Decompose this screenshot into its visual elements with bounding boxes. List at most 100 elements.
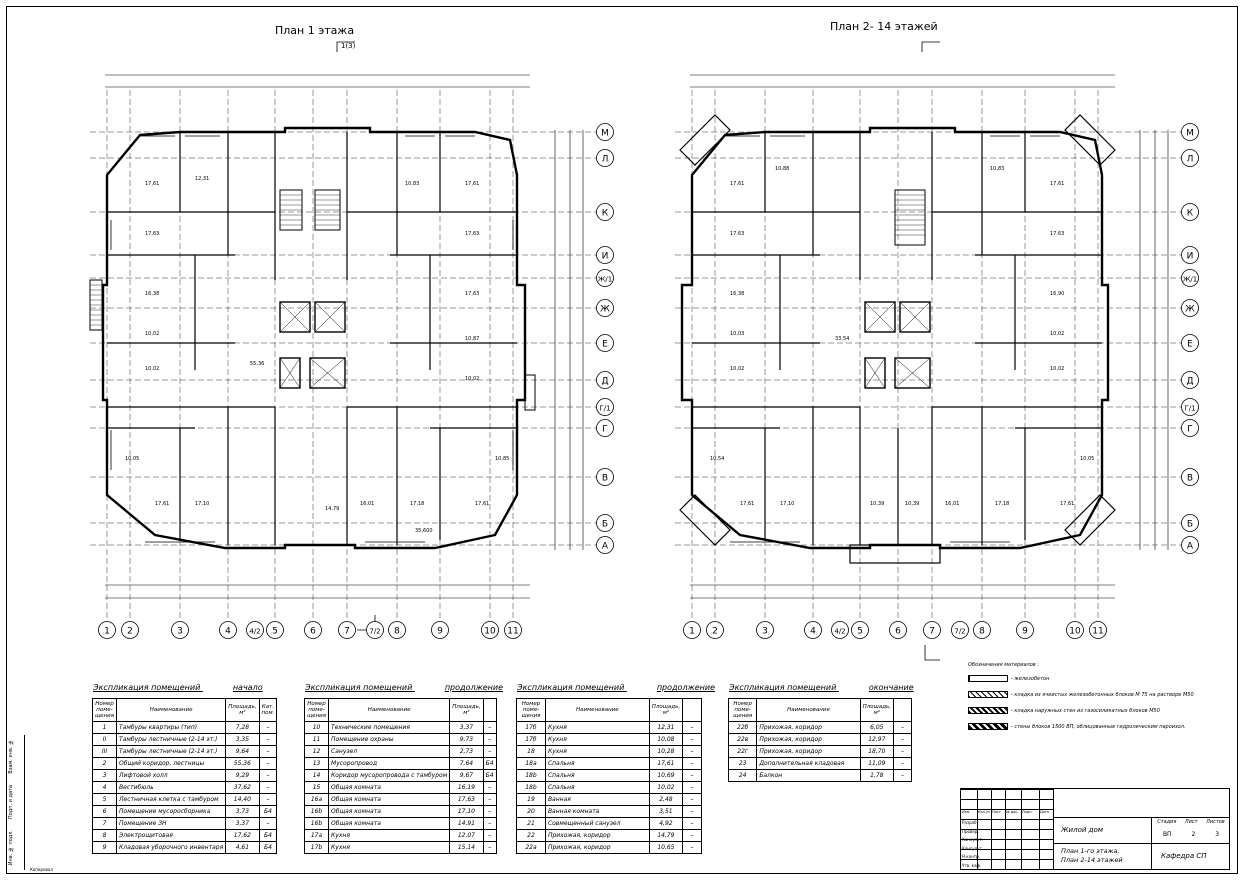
- table-cell: –: [258, 745, 278, 758]
- table-cell: Помещение охраны: [328, 733, 451, 746]
- table-cell: 7,28: [225, 721, 260, 734]
- table-cell: Совмещенный санузел: [544, 817, 650, 830]
- svg-text:17,18: 17,18: [995, 501, 1009, 507]
- table-cell: –: [893, 769, 912, 782]
- section-mark: 1(3): [341, 42, 356, 50]
- t2-header-0: Номер поме-щения: [303, 698, 330, 722]
- table-cell: 22в: [727, 733, 758, 746]
- svg-text:10,03: 10,03: [730, 331, 744, 337]
- stamp-role: Н.контр.: [962, 854, 980, 859]
- table-cell: –: [258, 781, 278, 794]
- svg-text:10,83: 10,83: [990, 166, 1004, 172]
- row-axis-1-circle: [1181, 123, 1199, 141]
- table-cell: Общая комната: [328, 781, 451, 794]
- table-cell: –: [482, 721, 497, 734]
- svg-text:10,02: 10,02: [145, 331, 159, 337]
- row-axis-8-circle: [1181, 371, 1199, 389]
- table-cell: 17,10: [449, 805, 484, 818]
- table-cell: Лестничная клетка с тамбуром: [116, 793, 227, 806]
- t1-header-1: Наименование: [116, 698, 227, 722]
- column-axis-8: 7: [929, 627, 935, 637]
- row-axis-10-circle: [596, 419, 614, 437]
- column-axis-4: 4: [810, 627, 816, 637]
- table-cell: –: [482, 817, 497, 830]
- table-cell: 6,05: [859, 721, 895, 734]
- table-cell: –: [258, 721, 278, 734]
- stamp-head-col: Изм.: [962, 810, 971, 814]
- stamp-rule: [961, 789, 1053, 790]
- column-axis-9: 7/2: [954, 628, 965, 636]
- stamp-rule: [991, 789, 992, 869]
- t3-header-1: Наименование: [544, 698, 650, 722]
- stage-value: ВП: [1162, 831, 1172, 838]
- column-axis-7: 6: [895, 627, 901, 637]
- svg-text:17,63: 17,63: [465, 291, 479, 297]
- table1-caption: Экспликация помещений начало: [93, 683, 263, 692]
- svg-text:17,61: 17,61: [475, 501, 489, 507]
- table-cell: Кухня: [544, 733, 650, 746]
- row-axis-11: В: [1187, 474, 1193, 484]
- table-cell: –: [682, 829, 702, 842]
- table-cell: Общая комната: [328, 805, 451, 818]
- column-axis-11: 9: [1022, 627, 1028, 637]
- table-cell: Помещение мусоросборника: [116, 805, 227, 818]
- table3-caption: Экспликация помещений продолжение: [517, 683, 716, 692]
- table-cell: Кладовая уборочного инвентаря: [116, 841, 227, 854]
- t4-header-0: Номер поме-щения: [727, 698, 758, 722]
- row-axis-4-circle: [596, 246, 614, 264]
- table-cell: –: [482, 745, 497, 758]
- row-axis-2-circle: [1181, 149, 1199, 167]
- stage-label: Стадия: [1157, 819, 1177, 825]
- table-cell: Прихожая, коридор: [544, 829, 650, 842]
- column-axis-9: 7/2: [369, 628, 380, 636]
- row-axis-2: Л: [1187, 155, 1194, 165]
- column-axis-8: 7: [344, 627, 350, 637]
- table-cell: 16b: [303, 817, 330, 830]
- row-axis-10: Г: [1187, 425, 1193, 435]
- side-label-a: Взам. инв. №: [8, 739, 14, 774]
- table-cell: 18,70: [859, 745, 895, 758]
- table-cell: 1,78: [859, 769, 895, 782]
- table-cell: Спальня: [544, 781, 650, 794]
- table-cell: 20: [516, 805, 546, 818]
- t1-header-0: Номер поме-щения: [91, 698, 118, 722]
- column-axis-13: 11: [507, 627, 518, 637]
- table-cell: 37,62: [225, 781, 260, 794]
- table-cell: –: [482, 841, 497, 854]
- svg-text:16,01: 16,01: [360, 501, 374, 507]
- column-axis-9-circle: [366, 621, 384, 639]
- stamp-role: Разраб.: [962, 820, 978, 825]
- legend-text: - кладка наружных стен из газосиликатных…: [1011, 707, 1160, 714]
- table-cell: 22a: [516, 841, 546, 854]
- sheets-value: 3: [1215, 831, 1220, 838]
- table-cell: –: [682, 745, 702, 758]
- table-cell: –: [482, 781, 497, 794]
- t4-header-3: [893, 698, 912, 722]
- svg-text:10,39: 10,39: [870, 501, 884, 507]
- table-cell: Общий коридор, лестницы: [116, 757, 227, 770]
- organization: Кафедра СП: [1161, 852, 1207, 860]
- table-cell: 14,79: [648, 829, 684, 842]
- row-axis-6-circle: [596, 299, 614, 317]
- stamp-head-col: Кол.уч: [978, 810, 991, 814]
- table-cell: 13: [303, 757, 330, 770]
- column-axis-12: 10: [1069, 627, 1081, 637]
- sheet-value: 2: [1191, 831, 1196, 838]
- row-axis-12: Б: [602, 520, 608, 530]
- table-cell: 7: [91, 817, 118, 830]
- svg-text:10,85: 10,85: [495, 456, 509, 462]
- table-cell: –: [482, 793, 497, 806]
- stamp-rule: [961, 829, 1053, 830]
- column-axis-6: 5: [857, 627, 863, 637]
